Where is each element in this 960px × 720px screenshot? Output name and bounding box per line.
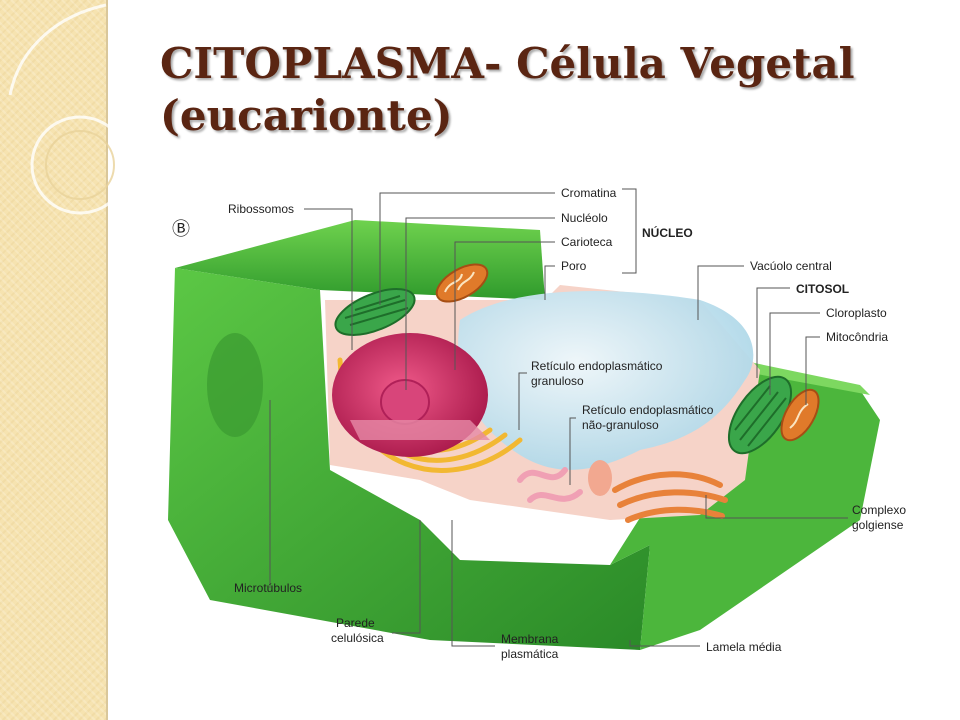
label-reticulo-nao-granuloso-1: Retículo endoplasmático (582, 403, 714, 417)
label-parede-1: Parede (336, 616, 375, 630)
label-vacuolo-central: Vacúolo central (750, 259, 832, 273)
label-reticulo-granuloso-1: Retículo endoplasmático (531, 359, 663, 373)
smooth-er (517, 467, 583, 503)
label-complexo-golgiense-2: golgiense (852, 518, 904, 532)
decorative-sidebar (0, 0, 106, 720)
label-microtubulos: Microtúbulos (234, 581, 303, 595)
slide-title: CITOPLASMA- Célula Vegetal (eucarionte) (160, 38, 920, 142)
label-citosol: CITOSOL (796, 282, 850, 296)
slide-title-line1: CITOPLASMA- Célula Vegetal (160, 39, 855, 88)
label-reticulo-nao-granuloso-2: não-granuloso (582, 418, 659, 432)
label-nucleolo: Nucléolo (561, 211, 608, 225)
vesicle (588, 460, 612, 496)
label-parede-2: celulósica (331, 631, 384, 645)
label-carioteca: Carioteca (561, 235, 613, 249)
label-poro: Poro (561, 259, 587, 273)
label-mitocondria: Mitocôndria (826, 330, 889, 344)
label-cloroplasto: Cloroplasto (826, 306, 887, 320)
label-membrana-1: Membrana (501, 632, 559, 646)
nucleus (332, 333, 490, 457)
label-lamela-media: Lamela média (706, 640, 782, 654)
panel-marker: Ⓑ (172, 219, 190, 239)
mitochondrion-right (780, 388, 820, 442)
leader-lines (269, 188, 848, 647)
central-vacuole (458, 291, 754, 470)
chloroplast-upper (334, 288, 416, 336)
chloroplast-right (727, 375, 793, 455)
label-complexo-golgiense-1: Complexo (852, 503, 907, 517)
label-nucleo: NÚCLEO (642, 226, 693, 240)
decorative-swirl (8, 3, 120, 215)
golgi-complex (612, 471, 728, 523)
label-cromatina: Cromatina (561, 186, 617, 200)
slide-title-line2: (eucarionte) (160, 91, 453, 140)
label-membrana-2: plasmática (501, 647, 559, 661)
label-reticulo-granuloso-2: granuloso (531, 374, 584, 388)
label-ribossomos: Ribossomos (228, 202, 295, 216)
sidebar-border (106, 0, 108, 720)
